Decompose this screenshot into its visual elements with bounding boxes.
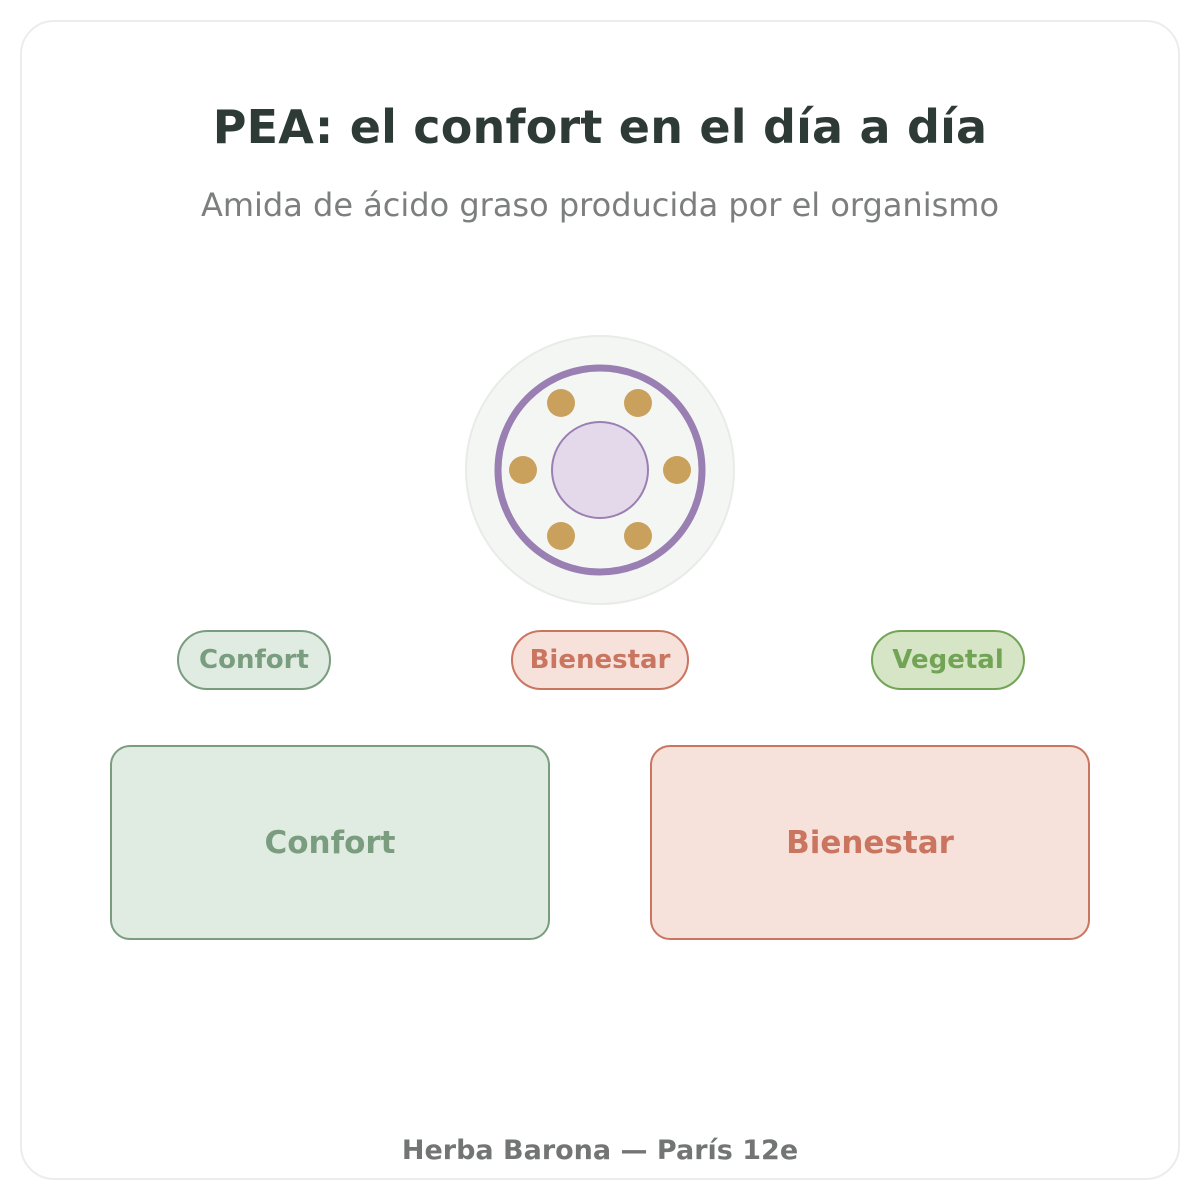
card-confort-label: Confort [264, 824, 396, 861]
tag-vegetal: Vegetal [871, 630, 1025, 690]
page-title: PEA: el confort en el día a día [212, 100, 988, 154]
molecule-ring-icon [465, 335, 735, 605]
card-confort: Confort [110, 745, 550, 940]
tag-bienestar: Bienestar [511, 630, 689, 690]
page-subtitle: Amida de ácido graso producida por el or… [200, 186, 1000, 224]
tag-confort: Confort [177, 630, 331, 690]
footer-text: Herba Barona — París 12e [401, 1135, 799, 1166]
card-bienestar-label: Bienestar [786, 824, 954, 861]
card-bienestar: Bienestar [650, 745, 1090, 940]
